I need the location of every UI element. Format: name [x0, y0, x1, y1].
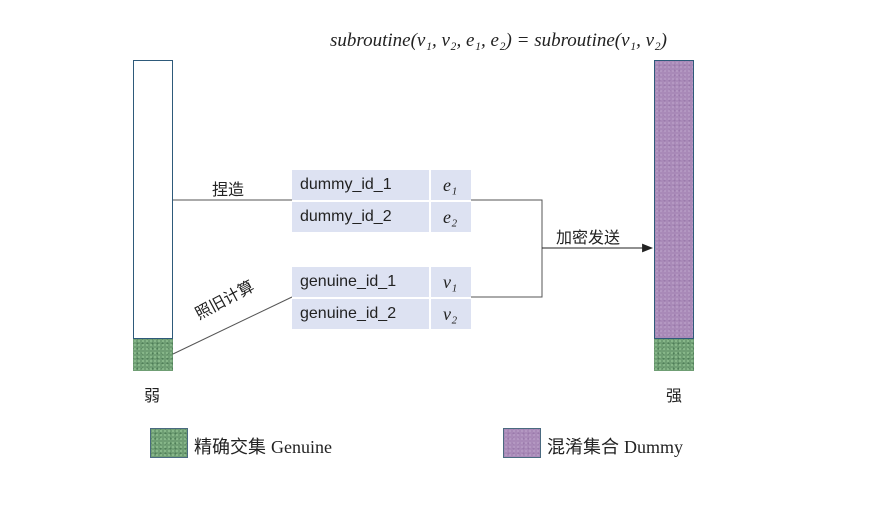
dummy-var-cell: e₁: [431, 170, 471, 200]
legend-genuine: 精确交集 Genuine: [194, 433, 332, 459]
legend-dummy-cn: 混淆集合: [547, 437, 619, 457]
dummy-table: dummy_id_1 e₁ dummy_id_2 e₂: [292, 170, 471, 232]
weak-label: 弱: [144, 388, 161, 405]
dummy-merge-line: [471, 199, 543, 298]
legend-dummy: 混淆集合 Dummy: [547, 433, 683, 459]
encrypt-send-label: 加密发送: [556, 230, 621, 247]
subroutine-formula: subroutine(v₁, v₂, e₁, e₂) = subroutine(…: [330, 30, 668, 51]
weak-genuine-segment: [133, 338, 173, 371]
strong-genuine-segment: [654, 338, 694, 371]
table-row: genuine_id_1 v₁: [292, 267, 471, 297]
genuine-table: genuine_id_1 v₁ genuine_id_2 v₂: [292, 267, 471, 329]
fabricate-label: 捏造: [212, 182, 245, 199]
honest-compute-line: [172, 296, 293, 355]
table-row: dummy_id_2 e₂: [292, 202, 471, 232]
dummy-var-cell: e₂: [431, 202, 471, 232]
table-row: genuine_id_2 v₂: [292, 299, 471, 329]
genuine-var-cell: v₁: [431, 267, 471, 297]
weak-party-bar: [133, 60, 173, 371]
legend-genuine-cn: 精确交集: [194, 437, 266, 457]
strong-party-bar: [654, 60, 694, 371]
table-row: dummy_id_1 e₁: [292, 170, 471, 200]
dummy-id-cell: dummy_id_1: [292, 170, 429, 200]
genuine-id-cell: genuine_id_1: [292, 267, 429, 297]
genuine-var-cell: v₂: [431, 299, 471, 329]
legend-genuine-swatch: [150, 428, 188, 458]
strong-label: 强: [666, 388, 683, 405]
legend-dummy-swatch: [503, 428, 541, 458]
genuine-id-cell: genuine_id_2: [292, 299, 429, 329]
legend-dummy-en: Dummy: [624, 437, 684, 457]
legend-genuine-en: Genuine: [271, 437, 332, 457]
dummy-id-cell: dummy_id_2: [292, 202, 429, 232]
